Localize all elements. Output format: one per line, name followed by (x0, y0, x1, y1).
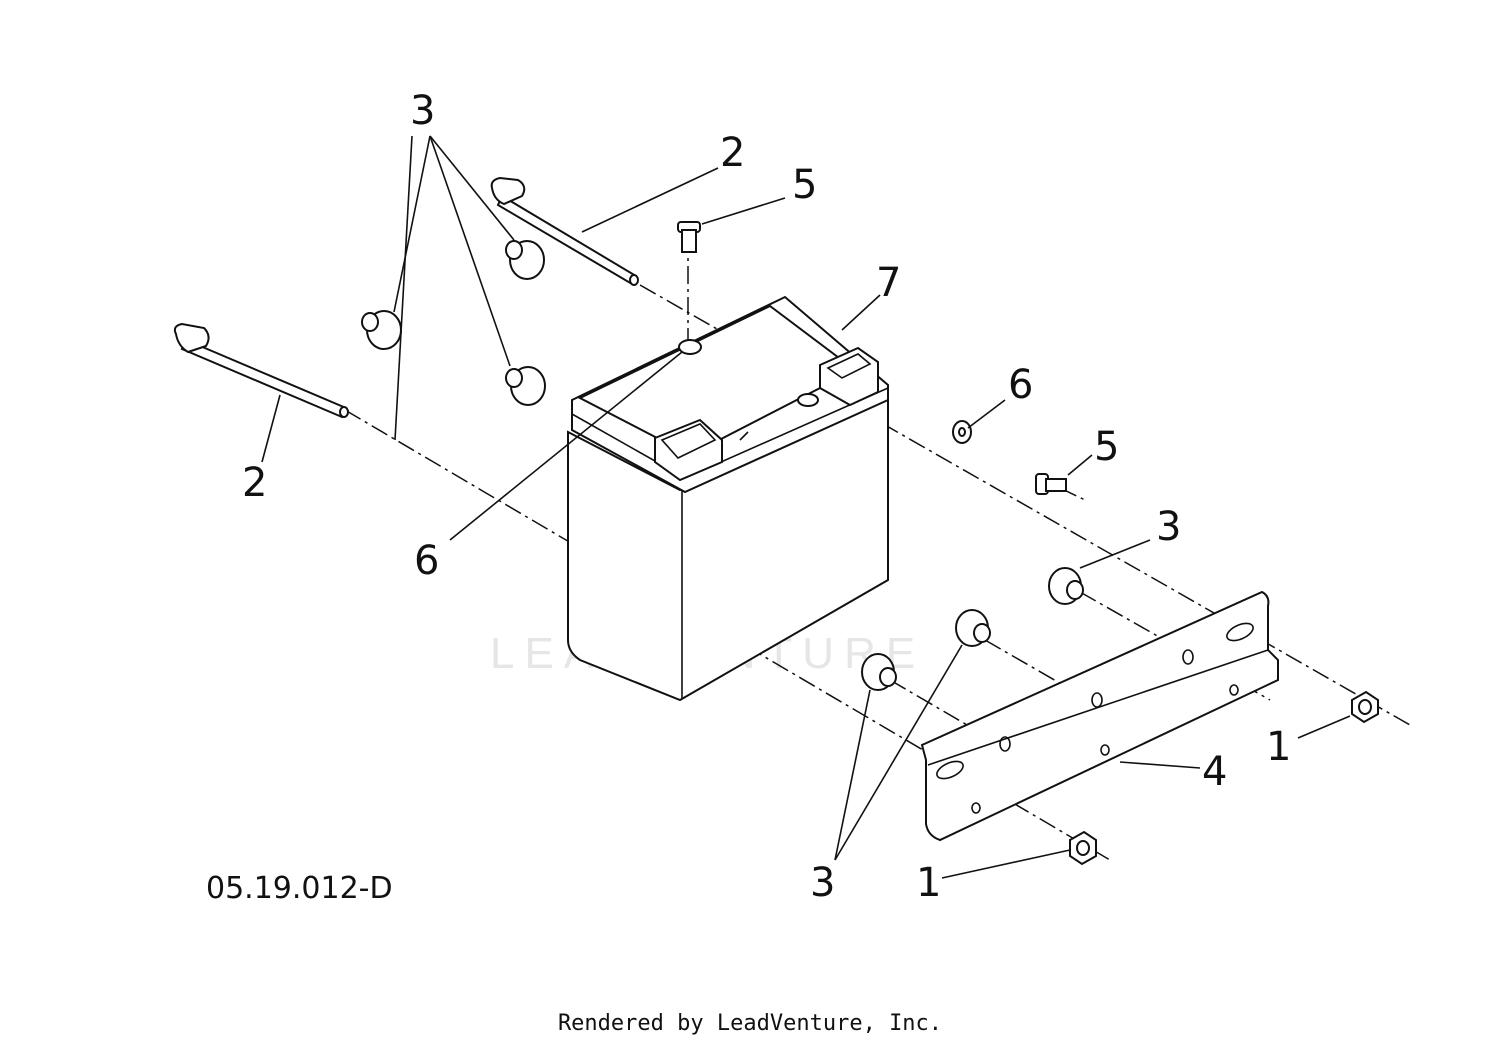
battery (567, 295, 889, 702)
washer-right (952, 420, 972, 444)
cap-nut-b (361, 310, 402, 350)
callout-4: 4 (1202, 749, 1227, 795)
flange-nut-left (861, 653, 897, 691)
callout-1-bottom: 1 (916, 860, 941, 906)
render-credit: Rendered by LeadVenture, Inc. (558, 1011, 942, 1036)
leader-lines (261, 135, 1351, 879)
callout-2-left: 2 (242, 460, 267, 506)
mounting-bracket (920, 590, 1279, 842)
callout-6-right: 6 (1008, 362, 1033, 408)
bolt-right (1035, 473, 1067, 495)
callout-3-top: 3 (410, 88, 435, 134)
hold-down-rod-lower (173, 322, 349, 419)
callout-3-right: 3 (1156, 504, 1181, 550)
hex-nut-bottom (1069, 830, 1097, 866)
hex-nut-right (1351, 690, 1379, 724)
flange-nut-mid (955, 609, 991, 647)
callout-1-right: 1 (1266, 724, 1291, 770)
callout-2-top: 2 (720, 130, 745, 176)
cap-nut-a (505, 240, 545, 280)
hold-down-rod-upper (490, 176, 639, 286)
drawing-code: 05.19.012-D (206, 871, 393, 906)
callout-5-right: 5 (1094, 424, 1119, 470)
callout-6-left: 6 (414, 538, 439, 584)
callout-7: 7 (876, 260, 901, 306)
flange-nut-right (1048, 567, 1084, 605)
callout-3-bottom: 3 (810, 860, 835, 906)
cap-nut-c (505, 366, 546, 406)
bolt-top (677, 221, 701, 253)
callout-5-top: 5 (792, 162, 817, 208)
